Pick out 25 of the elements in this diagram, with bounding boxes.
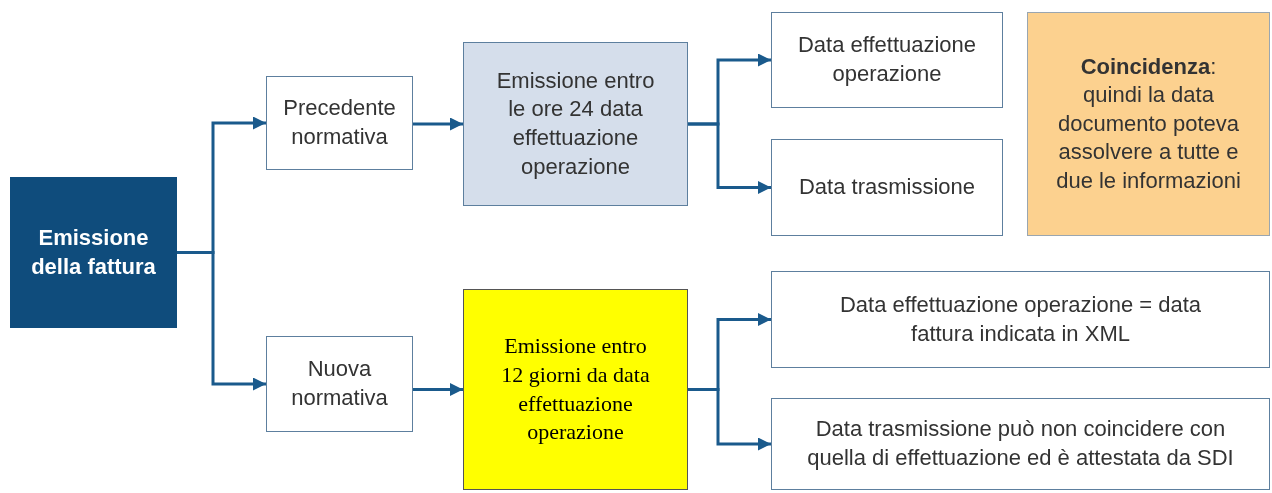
text-box [771,12,1003,108]
text-box [1027,12,1270,236]
text-box [771,139,1003,236]
box-text: Data effettuazione operazione = data fattura indicata in XML [838,290,1202,348]
text-box [463,42,688,206]
box-text: Emissione entro 12 giorni da data effettuazione operazione [500,332,651,447]
arrow [177,251,266,391]
box-text: Precedente normativa [282,94,397,151]
box-text: Coincidenza: quindi la data documento poteva assolvere a tutte e due le informazioni [1055,52,1242,195]
arrow [413,383,463,396]
arrow [688,388,771,451]
box-text: Data effettuazione operazione [796,31,978,88]
text-box [463,289,688,490]
box-text: Data trasmissione può non coincidere con quella di effettuazione ed è attestata da SDI [806,415,1235,472]
box-text: Data trasmissione [798,173,976,202]
box-text: Emissione entro le ore 24 data effettuazione operazione [495,66,656,181]
text-box [10,177,177,328]
box-text: Emissione della fattura [31,223,156,281]
text-box [266,336,413,432]
box-text: Nuova normativa [290,355,389,412]
text-box [266,76,413,170]
text-box [771,271,1270,368]
arrow [688,122,771,194]
text-box [771,398,1270,490]
arrow [413,117,463,131]
